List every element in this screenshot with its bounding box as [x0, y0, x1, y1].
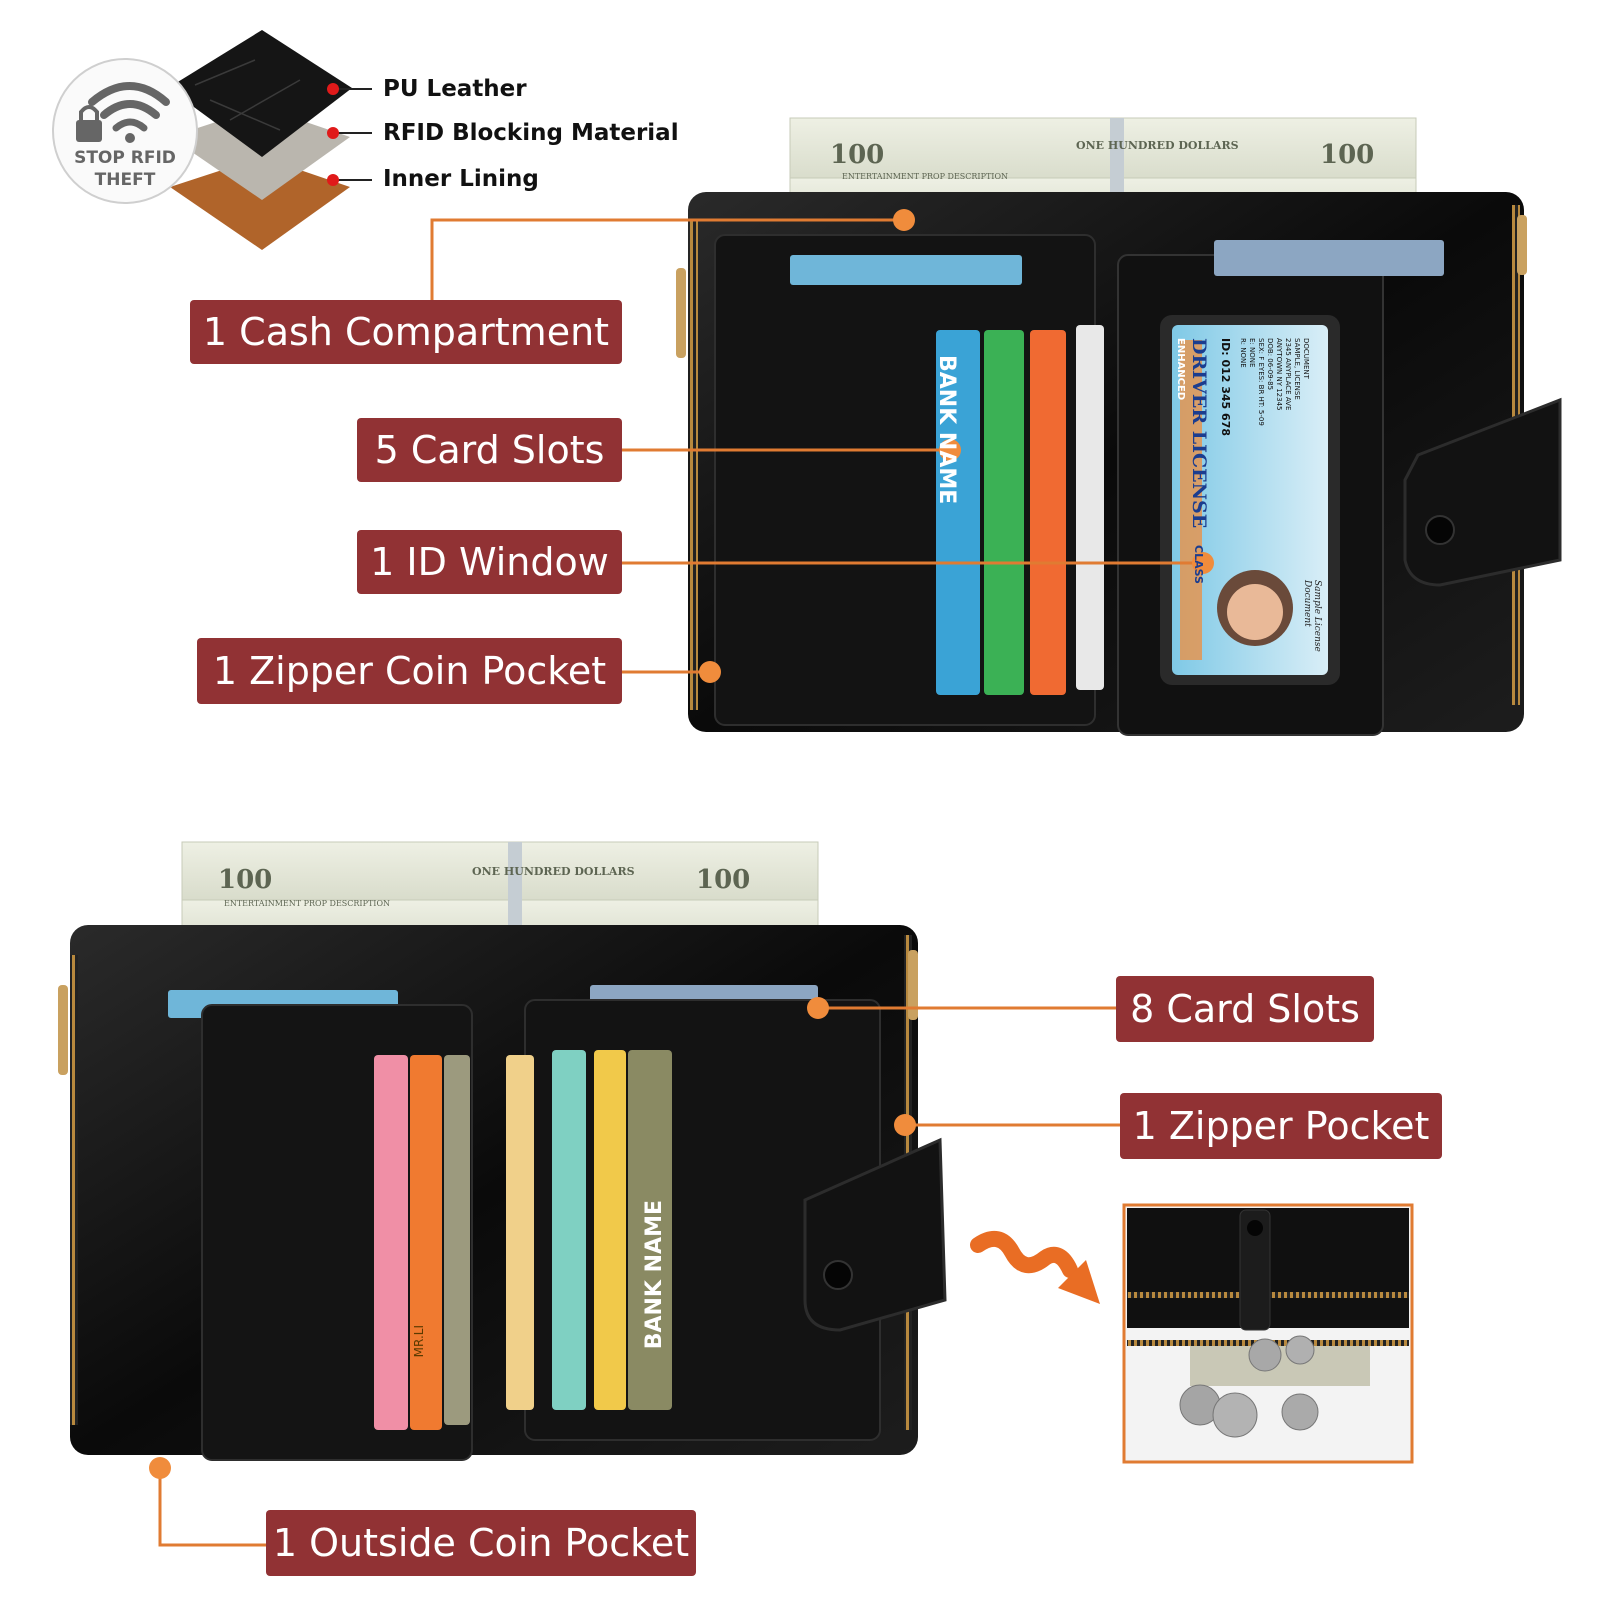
id-card-text: DRIVER LICENSE CLASS ENHANCED ID: 012 34… — [1175, 330, 1328, 670]
card-name-mr: MR.LI — [412, 1325, 426, 1358]
layer-label-inner-lining: Inner Lining — [383, 166, 539, 192]
feature-label-zipper-coin-pocket: 1 Zipper Coin Pocket — [197, 638, 622, 704]
id-class: CLASS — [1192, 545, 1205, 584]
layer-label-rfid: RFID Blocking Material — [383, 120, 679, 146]
feature-label-card-slots-5: 5 Card Slots — [357, 418, 622, 482]
card-bank-name: BANK NAME — [642, 1200, 667, 1350]
id-band: ENHANCED — [1175, 338, 1186, 401]
banknote-text: ONE HUNDRED DOLLARS — [1076, 139, 1239, 152]
feature-label-id-window: 1 ID Window — [357, 530, 622, 594]
card-bank-name: BANK NAME — [934, 355, 959, 505]
layer-label-pu-leather: PU Leather — [383, 76, 527, 102]
banknote-caption: ENTERTAINMENT PROP DESCRIPTION — [842, 172, 1009, 181]
leader-lines — [158, 218, 1200, 1547]
layer-pu-leather — [168, 30, 352, 157]
banknote-text: ONE HUNDRED DOLLARS — [472, 865, 635, 878]
leader-dots — [149, 209, 1214, 1479]
id-details: DOCUMENT SAMPLE, LICENSE 2345 ANYPLACE A… — [1239, 338, 1310, 426]
badge-line1: STOP RFID — [74, 148, 176, 168]
lock-wifi-icon — [76, 82, 170, 143]
banknote-caption: ENTERTAINMENT PROP DESCRIPTION — [224, 899, 391, 908]
id-number: ID: 012 345 678 — [1219, 338, 1232, 436]
zipper-pocket-inset — [1122, 1203, 1414, 1464]
badge-line2: THEFT — [94, 170, 156, 190]
banknote-denomination: 100 — [218, 865, 273, 895]
feature-label-outside-coin-pocket: 1 Outside Coin Pocket — [266, 1510, 696, 1576]
banknote-denomination: 100 — [830, 140, 885, 170]
layer-inner-lining — [170, 157, 350, 250]
feature-label-zipper-pocket: 1 Zipper Pocket — [1120, 1093, 1442, 1159]
arrow-icon — [970, 1230, 1100, 1304]
id-signature: Sample License Document — [1302, 580, 1322, 652]
feature-label-cash-compartment: 1 Cash Compartment — [190, 300, 622, 364]
top-wallet — [676, 117, 1562, 736]
banknote-denomination: 100 — [696, 865, 751, 895]
banknote-denomination: 100 — [1320, 140, 1375, 170]
feature-label-card-slots-8: 8 Card Slots — [1116, 976, 1374, 1042]
rfid-badge: STOP RFID THEFT — [52, 58, 198, 204]
material-layers — [168, 30, 352, 250]
id-title: DRIVER LICENSE — [1188, 338, 1210, 529]
bottom-wallet — [58, 841, 947, 1461]
